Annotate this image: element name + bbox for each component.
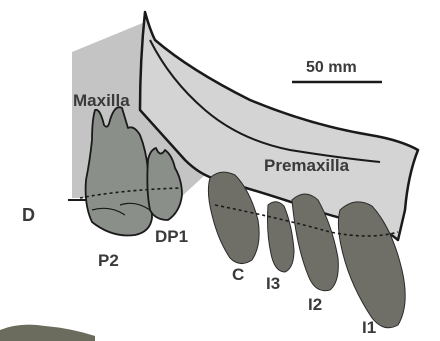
scale-bar-label: 50 mm (306, 60, 357, 76)
i1-label: I1 (362, 319, 376, 336)
maxilla-label: Maxilla (73, 92, 130, 109)
rock-fragment (0, 325, 95, 341)
dp1-label: DP1 (155, 228, 188, 245)
i2-label: I2 (308, 296, 322, 313)
direction-label: D (22, 206, 35, 224)
p2-label: P2 (98, 252, 119, 269)
premaxilla-label: Premaxilla (264, 157, 349, 174)
canine-label: C (232, 266, 244, 283)
i3-tooth (268, 202, 295, 272)
i3-label: I3 (266, 275, 280, 292)
